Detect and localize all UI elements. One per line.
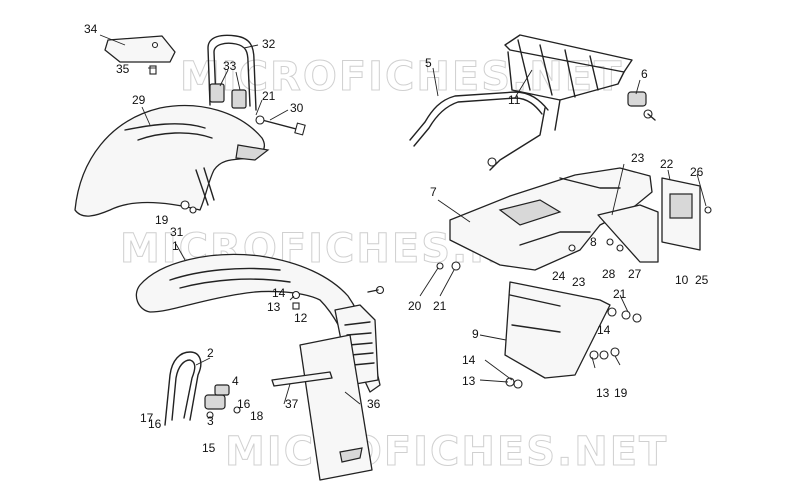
strap-37 [271,371,333,387]
callout-9: 9 [472,327,479,341]
hardware-right [436,238,642,389]
callout-23-low: 23 [572,275,586,289]
bolt-30 [255,115,306,136]
plate-holder-10 [661,177,712,251]
callout-10: 10 [675,273,689,287]
callout-11: 11 [508,93,521,107]
callout-13-right: 13 [596,386,610,400]
callout-13-low: 13 [462,374,476,388]
callout-2: 2 [207,346,214,360]
clamp-3-4 [204,384,241,419]
callout-4: 4 [232,374,239,388]
callout-5: 5 [425,56,432,70]
callout-28: 28 [602,267,616,281]
callout-24: 24 [552,269,566,283]
callout-29: 29 [132,93,146,107]
callout-19-left: 19 [155,213,169,227]
callout-18: 18 [250,409,264,423]
callout-labels: 34 35 32 33 21 30 29 19 31 1 14 13 12 2 … [84,22,709,455]
bracket-9 [504,281,611,379]
callout-30: 30 [290,101,304,115]
callout-37: 37 [285,397,299,411]
callout-25: 25 [695,273,709,287]
callout-27: 27 [628,267,642,281]
callout-14-right: 14 [597,323,611,337]
callout-8: 8 [590,235,597,249]
bracket-34 [104,35,176,63]
leader-lines [99,34,707,405]
callout-26: 26 [690,165,704,179]
callout-16-left: 16 [148,417,162,431]
callout-13-mid: 13 [267,300,281,314]
callout-33: 33 [223,59,237,73]
callout-14-mid: 14 [272,286,286,300]
rubber-blocks-33 [209,83,247,109]
callout-36: 36 [367,397,381,411]
callout-22: 22 [660,157,674,171]
callout-17: 17 [140,411,154,425]
callout-21-right: 21 [613,287,627,301]
callout-21-mid: 21 [433,299,447,313]
callout-14-low: 14 [462,353,476,367]
callout-19-right: 19 [614,386,628,400]
stay-32 [207,34,257,111]
mudflap-36 [299,334,373,481]
plate-8 [597,204,659,263]
watermark-bottom: MICROFICHES.NET [225,429,668,475]
rear-fender-1 [135,253,381,393]
callout-16-right: 16 [237,397,251,411]
callout-6: 6 [641,67,648,81]
luggage-rack-11 [487,34,633,171]
callout-12: 12 [294,311,308,325]
front-fender-29 [74,104,270,217]
tray-7 [449,167,653,271]
bracket-2 [164,351,202,426]
callout-34: 34 [84,22,98,36]
lock-6 [627,91,656,121]
rack-support-5 [409,91,549,147]
callout-31: 31 [170,225,184,239]
hardware-12-13-14 [291,285,385,310]
callout-1: 1 [172,239,179,253]
callout-35: 35 [116,62,130,76]
callout-23-top: 23 [631,151,645,165]
callout-32: 32 [262,37,276,51]
callout-7: 7 [430,185,437,199]
callout-21-left: 21 [262,89,276,103]
callout-15: 15 [202,441,216,455]
callout-3: 3 [207,414,214,428]
washers-19-31 [180,200,197,214]
callout-20: 20 [408,299,422,313]
screw-35 [149,65,157,75]
